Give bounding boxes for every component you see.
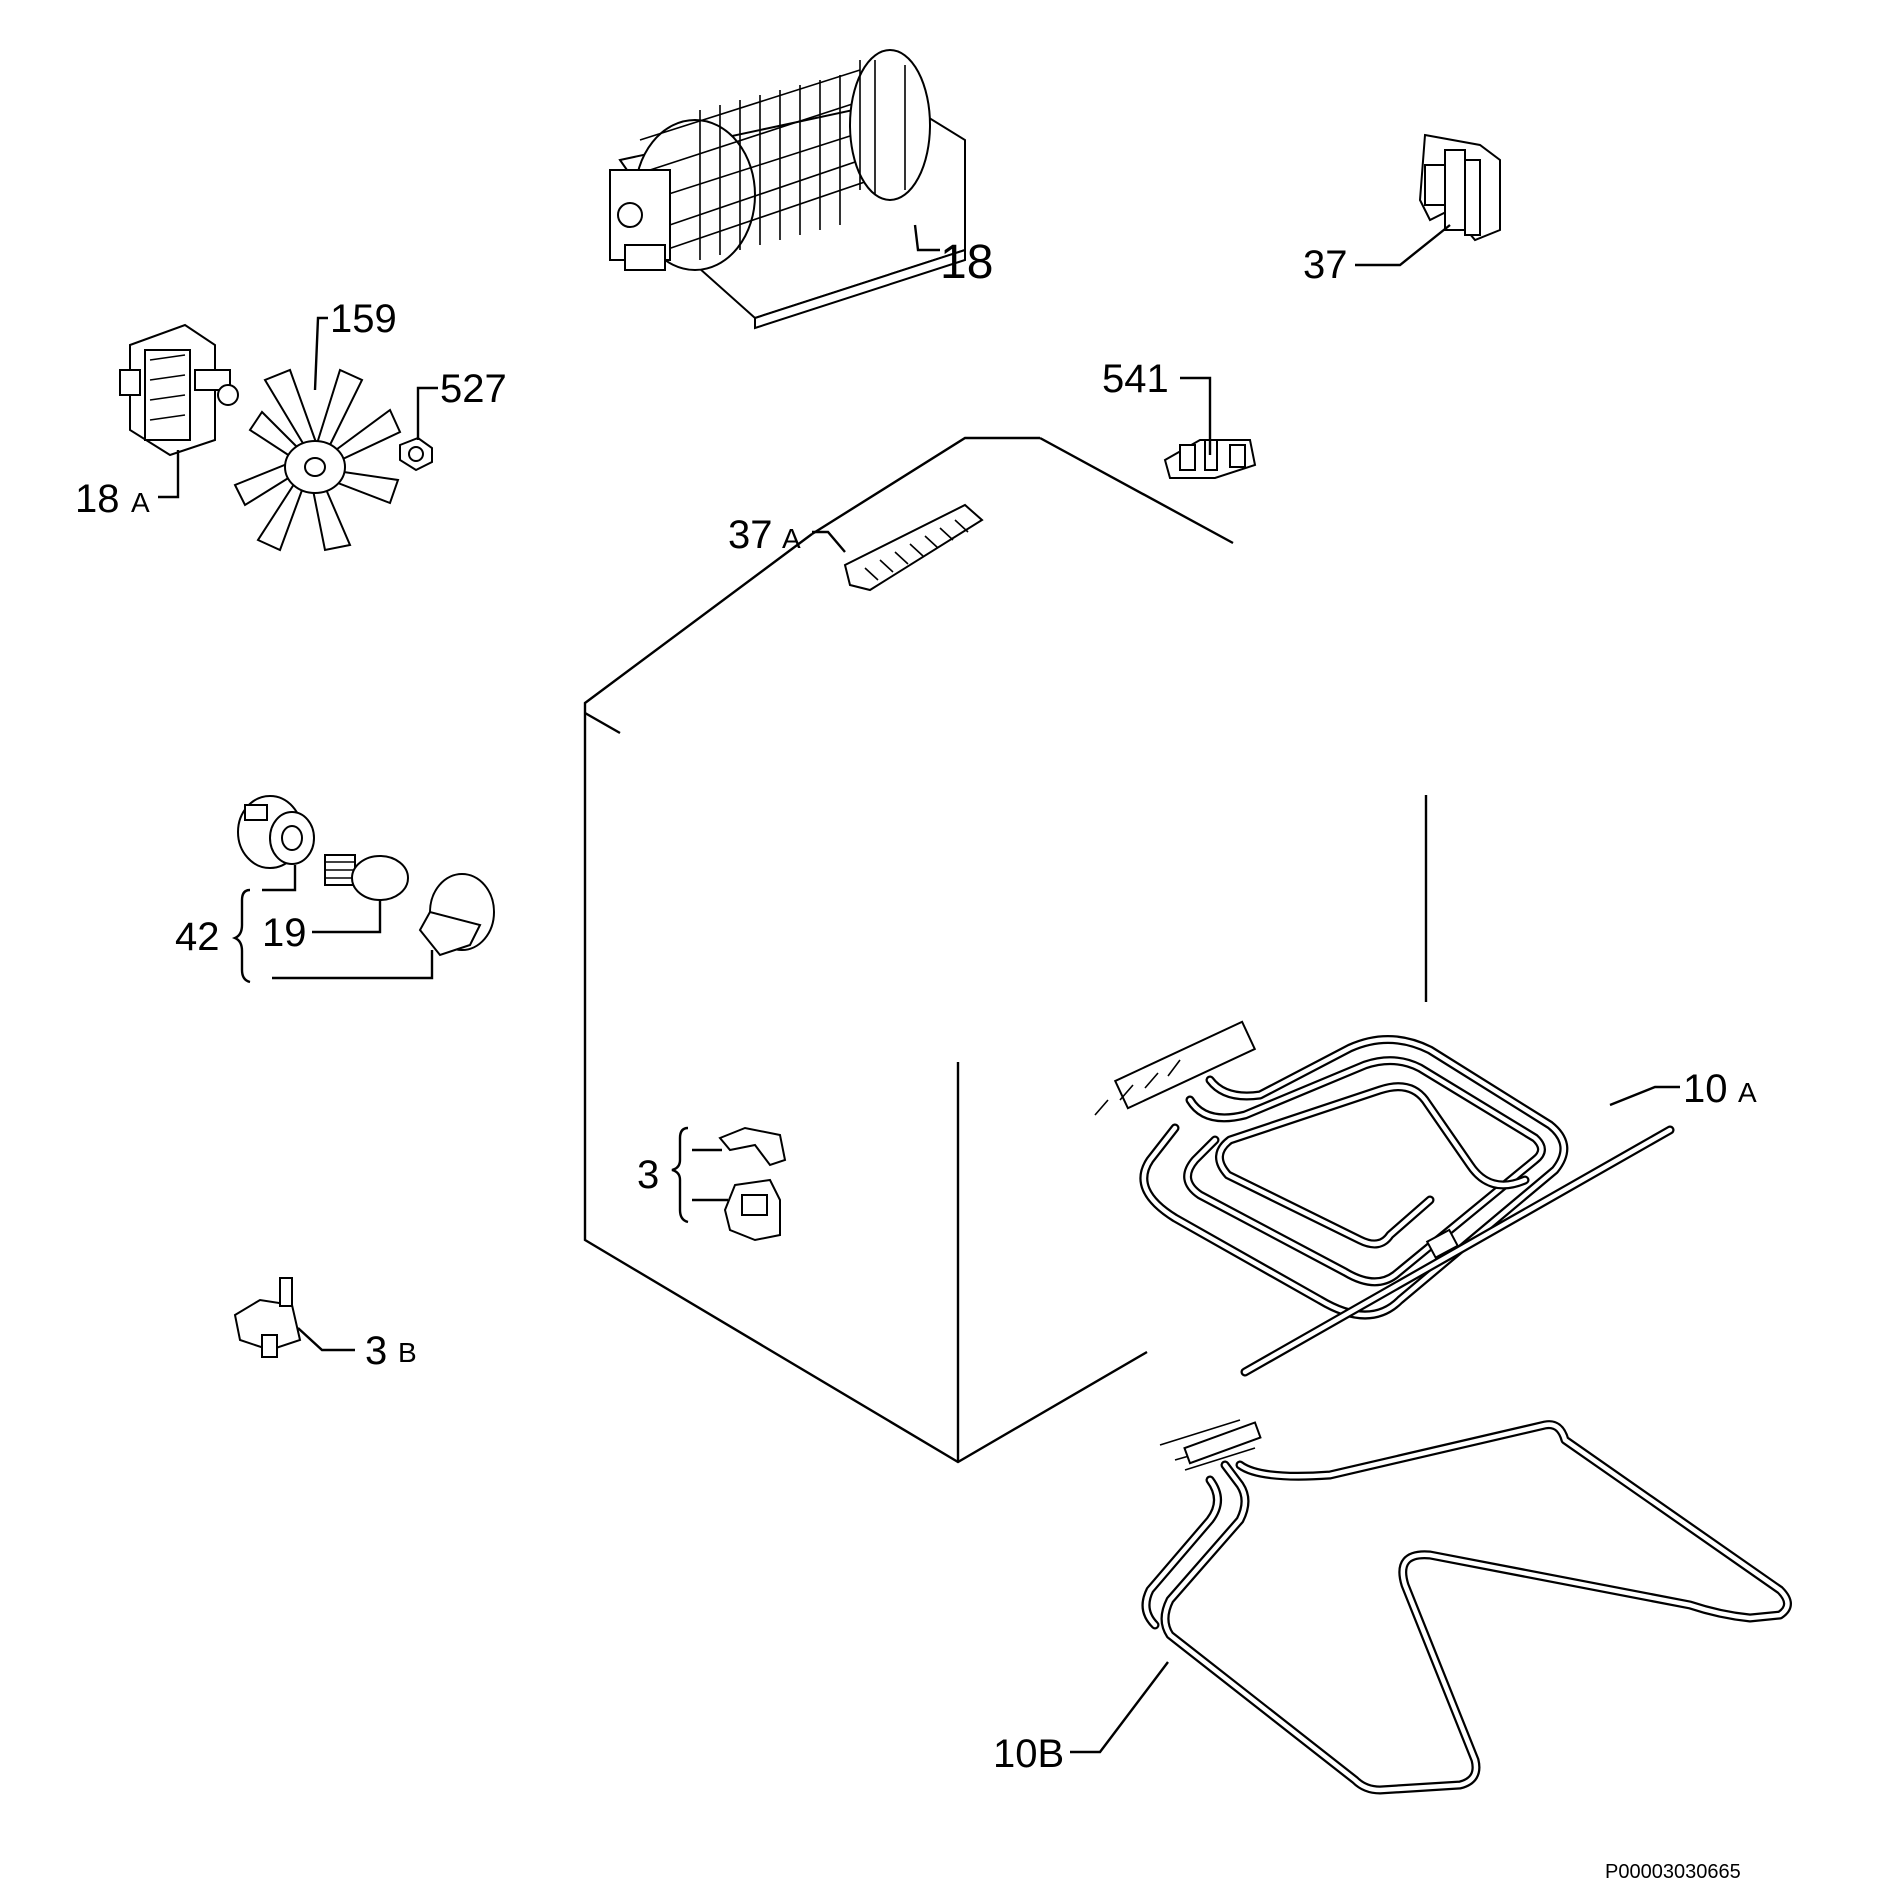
callout-19: 19 [262,911,307,955]
brace-42 [231,888,251,984]
callout-10a-number: 10 [1683,1067,1728,1111]
callout-18: 18 [940,236,993,289]
callout-3b-number: 3 [365,1329,387,1373]
nut-part-527 [399,436,433,472]
lamp-bulb-part-19 [324,854,409,901]
leader-159 [313,316,328,391]
brace-3 [671,1126,689,1224]
motor-part-18a [119,323,239,457]
callout-10b: 10B [993,1732,1064,1776]
lamp-cover-part [418,873,495,957]
callout-159: 159 [330,297,397,341]
leader-19 [312,900,382,934]
callout-37: 37 [1303,243,1348,287]
callout-37a-suffix: A [782,523,801,554]
bottom-heating-element-10b [1141,1419,1792,1795]
lamp-holder-part [237,795,315,869]
tangential-fan-part [609,49,966,330]
leader-18a [158,450,180,499]
callout-37a-number: 37 [728,513,773,557]
clip-part-3 [718,1126,787,1242]
document-id: P00003030665 [1605,1861,1741,1883]
leader-10a [1609,1085,1680,1107]
callout-42: 42 [175,915,220,959]
switch-part-37 [1418,133,1501,242]
callout-3: 3 [637,1153,659,1197]
top-heating-element-10a [1094,1020,1675,1377]
thermostat-part-541 [1163,439,1257,479]
terminal-block-part-37a [843,503,984,592]
leader-3b [297,1327,355,1352]
callout-18a-number: 18 [75,477,120,521]
leader-10b [1070,1661,1169,1754]
leader-37 [1355,224,1451,267]
leader-42-cover [272,950,434,980]
leader-42-holder [262,865,297,892]
leader-18 [913,224,940,252]
fan-blade-part-159 [233,368,402,552]
callout-527: 527 [440,367,507,411]
bracket-part-3b [233,1277,302,1358]
leader-541 [1180,376,1212,455]
callout-10a-suffix: A [1738,1077,1757,1108]
oven-cavity-outline [583,436,1428,1464]
callout-3b-suffix: B [398,1337,417,1368]
leader-527 [416,386,438,440]
callout-18a-suffix: A [131,487,150,518]
leader-37a [812,530,846,553]
callout-541: 541 [1102,357,1169,401]
